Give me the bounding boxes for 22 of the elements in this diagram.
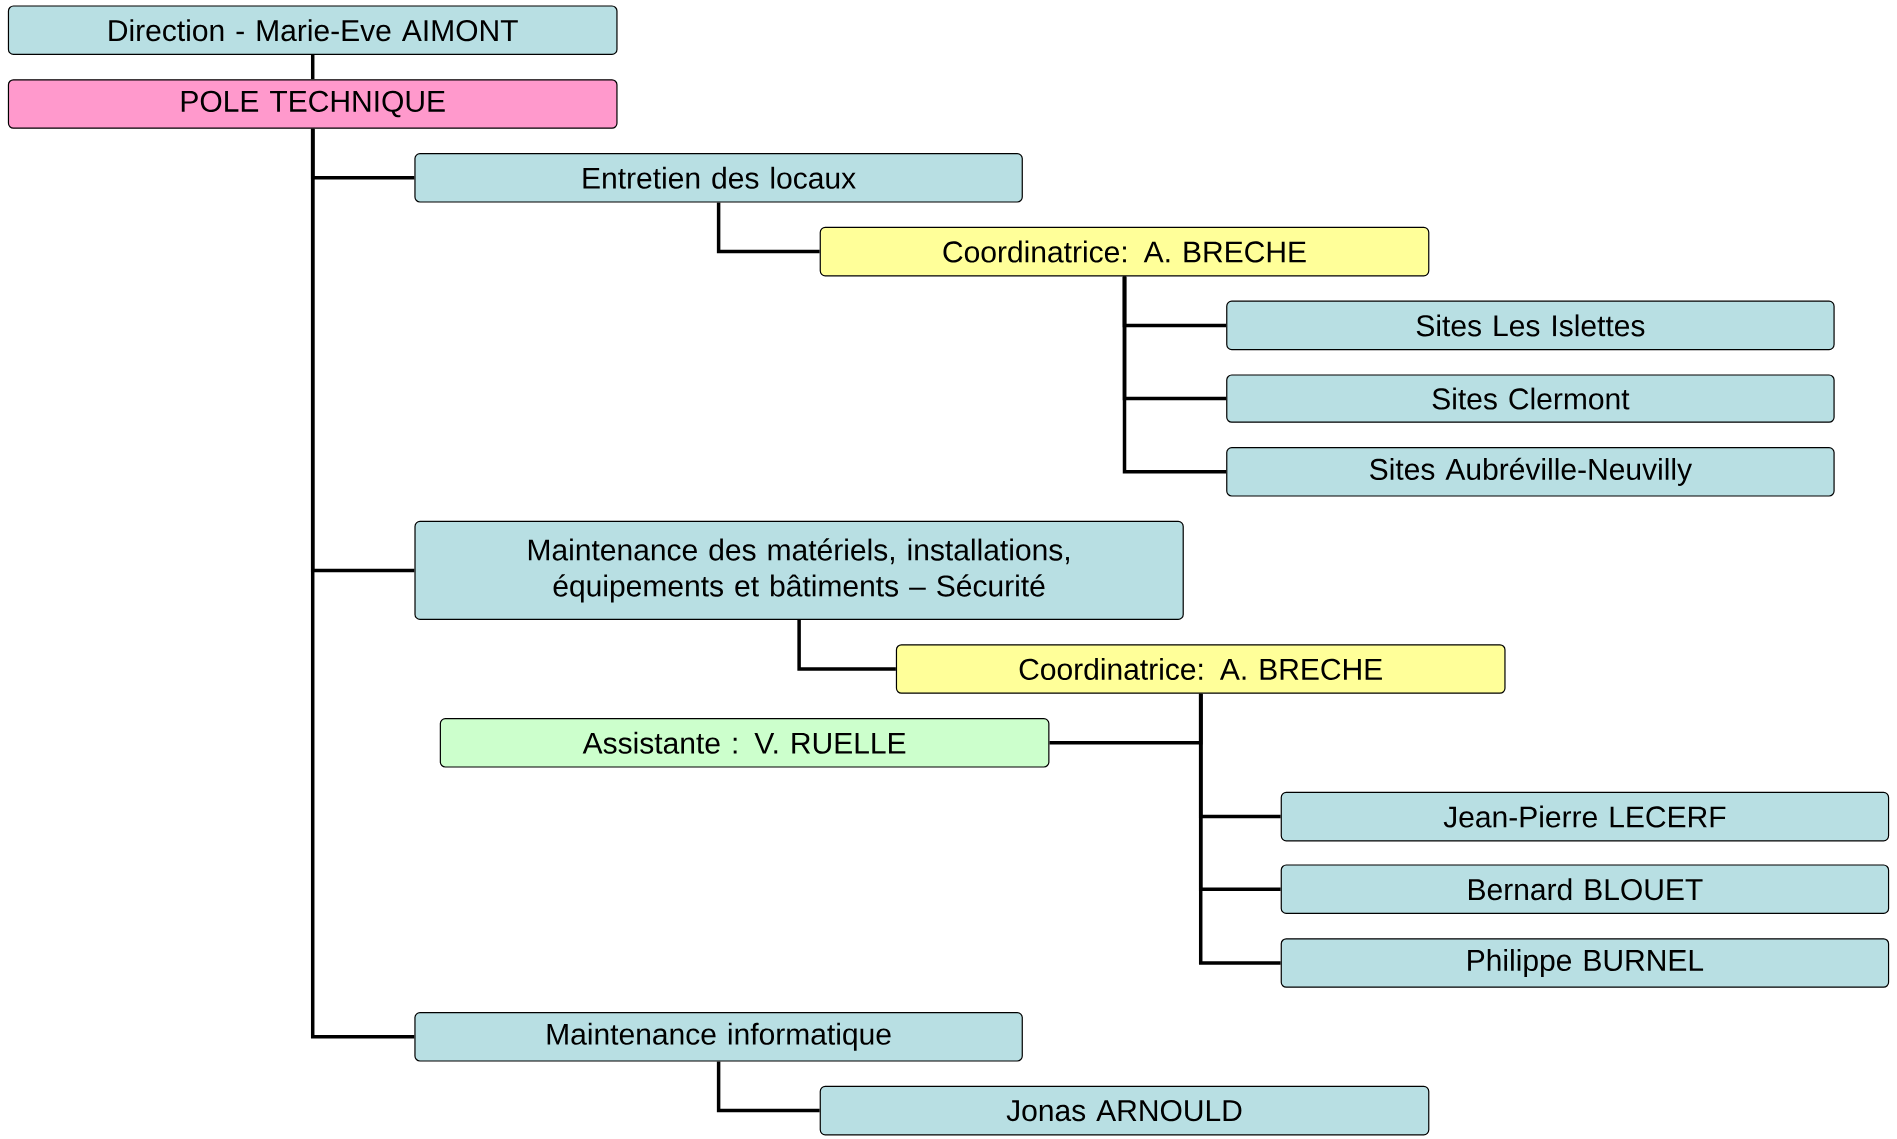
org-box: Direction - Marie-Eve AIMONT xyxy=(7,5,618,55)
coordinator-box: Coordinatrice: A. BRECHE xyxy=(819,226,1430,277)
org-box: Entretien des locaux xyxy=(414,153,1023,203)
connector-line xyxy=(310,128,415,1039)
org-box: Sites Aubréville-Neuvilly xyxy=(1226,447,1835,497)
connector-line xyxy=(716,1061,820,1113)
org-box: Maintenance informatique xyxy=(414,1012,1023,1062)
coordinator-box: Coordinatrice: A. BRECHE xyxy=(895,644,1506,694)
org-box: Philippe BURNEL xyxy=(1280,938,1890,988)
section-box: POLE TECHNIQUE xyxy=(7,79,618,129)
connector-line xyxy=(716,202,820,254)
org-box: Bernard BLOUET xyxy=(1280,864,1890,914)
connector-line xyxy=(797,620,896,671)
connector-line xyxy=(310,55,315,80)
connector-line xyxy=(1122,276,1227,474)
connector-line xyxy=(1198,693,1281,965)
org-box: Sites Clermont xyxy=(1226,374,1835,423)
org-box: Sites Les Islettes xyxy=(1226,300,1835,351)
assistant-box: Assistante : V. RUELLE xyxy=(439,718,1050,768)
org-box: Jean-Pierre LECERF xyxy=(1280,791,1890,842)
org-box: Jonas ARNOULD xyxy=(819,1085,1430,1136)
org-box: Maintenance des matériels, installations, équipements et bâtiments – Sécurité xyxy=(414,520,1184,620)
